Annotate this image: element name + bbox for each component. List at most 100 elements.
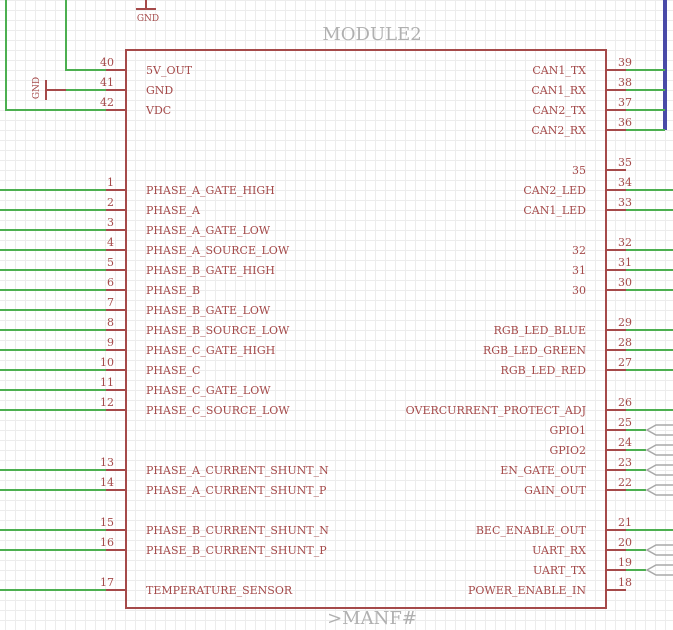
pin-name: CAN1_TX: [532, 64, 586, 77]
pin-number: 19: [618, 556, 632, 569]
pin-name: PHASE_A: [146, 204, 201, 217]
pin-number: 4: [107, 236, 114, 249]
gnd-label: GND: [32, 77, 42, 99]
pin-number: 29: [618, 316, 632, 329]
left-pin-group: 405V_OUT41GND42VDC1PHASE_A_GATE_HIGH2PHA…: [0, 56, 329, 597]
pin-name: CAN1_RX: [531, 84, 586, 97]
pin-number: 38: [618, 76, 632, 89]
component-name: MODULE2: [322, 24, 421, 45]
pin-name: GPIO2: [549, 444, 586, 457]
net-label-flag[interactable]: [645, 464, 673, 476]
net-label-flag[interactable]: [645, 444, 673, 456]
pin-number: 41: [100, 76, 114, 89]
wire-vdc[interactable]: [5, 0, 106, 111]
pin-name: CAN2_TX: [532, 104, 586, 117]
pin-number: 36: [618, 116, 632, 129]
net-label-flag[interactable]: [645, 424, 673, 436]
gnd-symbol-top[interactable]: GND: [136, 0, 159, 24]
net-label-flag[interactable]: [645, 484, 673, 496]
pin-name: PHASE_C_SOURCE_LOW: [146, 404, 290, 417]
pin-number: 42: [100, 96, 114, 109]
pin-number: 2: [107, 196, 114, 209]
pin-name: CAN2_RX: [531, 124, 586, 137]
pin-name: PHASE_C: [146, 364, 200, 377]
pin-number: 3: [107, 216, 114, 229]
pin-name: PHASE_A_CURRENT_SHUNT_N: [146, 464, 329, 477]
pin-number: 39: [618, 56, 632, 69]
wire-5v-out[interactable]: [65, 0, 106, 71]
pin-number: 15: [100, 516, 114, 529]
net-label-flag[interactable]: [645, 544, 673, 556]
pin-number: 1: [107, 176, 114, 189]
pin-number: 30: [618, 276, 632, 289]
gnd-label: GND: [137, 14, 159, 24]
pin-number: 32: [618, 236, 632, 249]
pin-name: PHASE_A_SOURCE_LOW: [146, 244, 290, 257]
pin-number: 5: [107, 256, 114, 269]
net-label-flag[interactable]: [645, 564, 673, 576]
pin-name: OVERCURRENT_PROTECT_ADJ: [406, 404, 586, 417]
pin-name: PHASE_B_CURRENT_SHUNT_N: [146, 524, 329, 537]
pin-name: CAN1_LED: [523, 204, 586, 217]
pin-name: CAN2_LED: [523, 184, 586, 197]
pin-number: 6: [107, 276, 114, 289]
pin-name: BEC_ENABLE_OUT: [476, 524, 587, 537]
pin-number: 23: [618, 456, 632, 469]
pin-name: PHASE_A_GATE_LOW: [146, 224, 271, 237]
pin-number: 31: [618, 256, 632, 269]
pin-number: 34: [618, 176, 632, 189]
gnd-symbol-left[interactable]: GND: [32, 77, 66, 100]
pin-number: 20: [618, 536, 632, 549]
pin-number: 22: [618, 476, 632, 489]
pin-name: EN_GATE_OUT: [500, 464, 586, 477]
pin-name: PHASE_B: [146, 284, 200, 297]
pin-name: POWER_ENABLE_IN: [468, 584, 586, 597]
pin-number: 33: [618, 196, 632, 209]
pin-name: GND: [146, 84, 173, 97]
